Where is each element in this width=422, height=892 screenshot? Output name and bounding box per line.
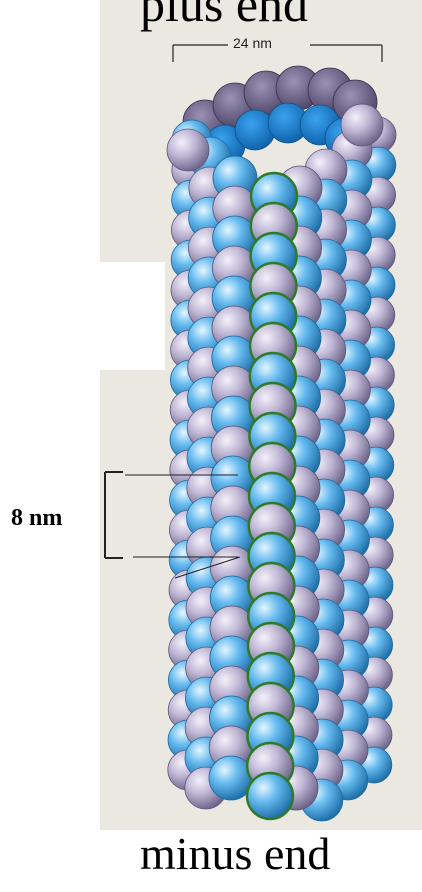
tubulin-subunit [247, 773, 293, 819]
tubulin-subunit-rim [167, 129, 209, 171]
minus-end-label: minus end [140, 826, 422, 882]
width-label: 24 nm [233, 33, 303, 53]
plus-end-label: plus end [140, 0, 400, 34]
tubulin-subunit-rim [341, 104, 383, 146]
spacing-label: 8 nm [11, 504, 101, 532]
